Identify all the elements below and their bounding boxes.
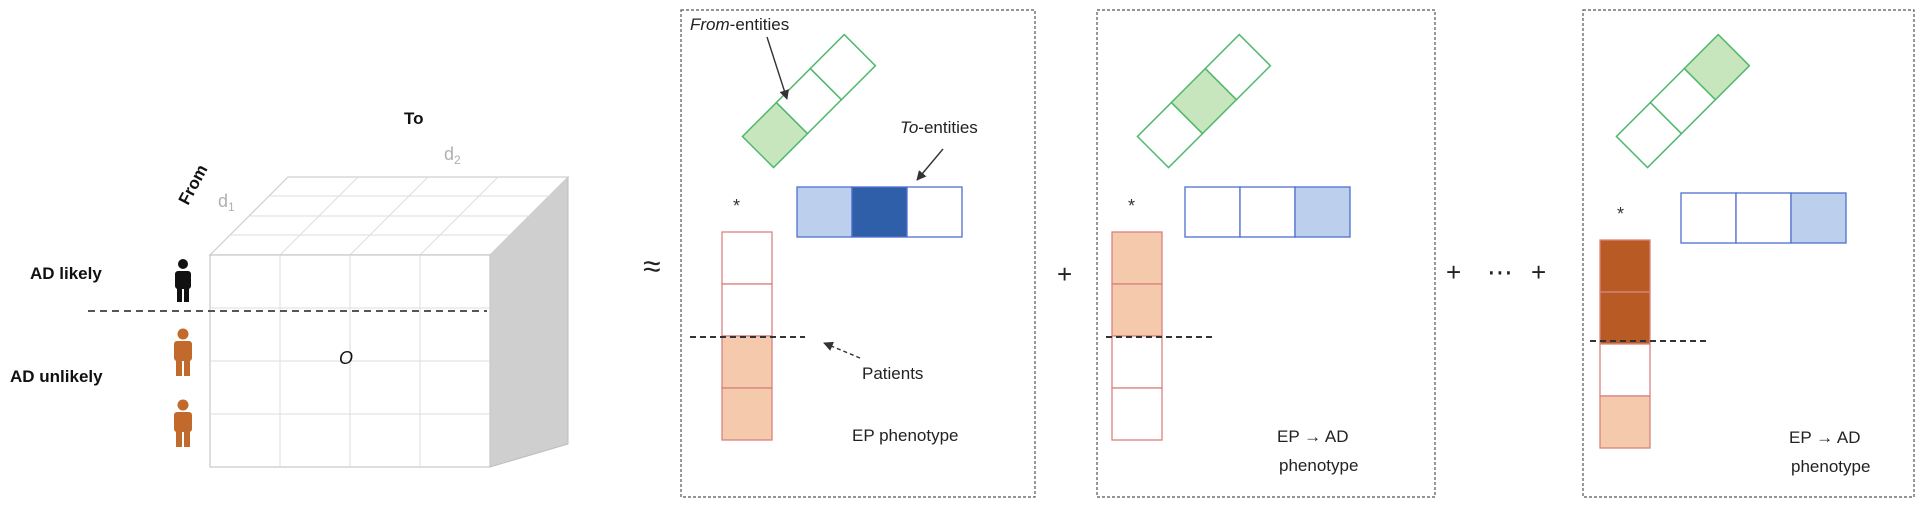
plus-symbol-2: + xyxy=(1446,257,1461,287)
group-likely-label: AD likely xyxy=(30,264,102,283)
ellipsis-symbol: ⋯ xyxy=(1487,257,1513,287)
panel-3-phenotype-line-2: phenotype xyxy=(1791,457,1870,476)
person-icon-unlikely-1 xyxy=(174,328,192,376)
from-entities-arrow xyxy=(766,36,789,100)
axis-to-label: To xyxy=(404,109,424,128)
dim-from-label: d1 xyxy=(218,191,235,214)
to-entities-vector-2 xyxy=(1184,186,1351,238)
group-unlikely-label: AD unlikely xyxy=(10,367,103,386)
panel-3-phenotype-line-1: EP → AD xyxy=(1789,428,1861,447)
person-icon-likely xyxy=(175,259,191,302)
person-icon-unlikely-2 xyxy=(174,399,192,447)
tensor-cube: To d2 From d1 O AD likely AD unlikely xyxy=(10,109,570,468)
approx-symbol: ≈ xyxy=(643,248,661,284)
patient-vector-2 xyxy=(1111,231,1163,441)
patient-vector-3 xyxy=(1599,239,1651,449)
panel-2-phenotype-line-2: phenotype xyxy=(1279,456,1358,475)
panel-2-phenotype-line-1: EP → AD xyxy=(1277,427,1349,446)
panel-3-frame xyxy=(1582,9,1915,498)
panel-2-frame xyxy=(1096,9,1436,498)
panel-1-frame xyxy=(680,9,1036,498)
panel-1-phenotype-label: EP phenotype xyxy=(852,426,959,445)
outer-product-star-1: * xyxy=(733,196,740,216)
to-entities-vector-1 xyxy=(796,186,963,238)
patients-label: Patients xyxy=(862,364,923,383)
tensor-center-symbol: O xyxy=(339,348,353,368)
from-entities-vector-1 xyxy=(741,33,877,169)
plus-symbol-1: + xyxy=(1057,259,1072,289)
patient-vector-1 xyxy=(721,231,773,441)
outer-product-star-2: * xyxy=(1128,196,1135,216)
axis-from-label: From xyxy=(175,161,212,207)
to-entities-vector-3 xyxy=(1680,192,1847,244)
rank-one-panel-3: * EP → AD phenotype xyxy=(1582,9,1915,498)
from-entities-vector-3 xyxy=(1615,33,1751,169)
plus-symbol-3: + xyxy=(1531,257,1546,287)
from-entities-label: From-entities xyxy=(690,15,789,34)
to-entities-label: To-entities xyxy=(900,118,978,137)
from-entities-vector-2 xyxy=(1136,33,1272,169)
to-entities-arrow xyxy=(916,148,944,181)
dim-to-label: d2 xyxy=(444,144,461,167)
patients-arrow xyxy=(823,341,861,359)
rank-one-panel-2: * EP → AD phenotype xyxy=(1096,9,1436,498)
outer-product-star-3: * xyxy=(1617,204,1624,224)
rank-one-panel-1: * From-entities To-entities Patients EP … xyxy=(680,9,1036,498)
